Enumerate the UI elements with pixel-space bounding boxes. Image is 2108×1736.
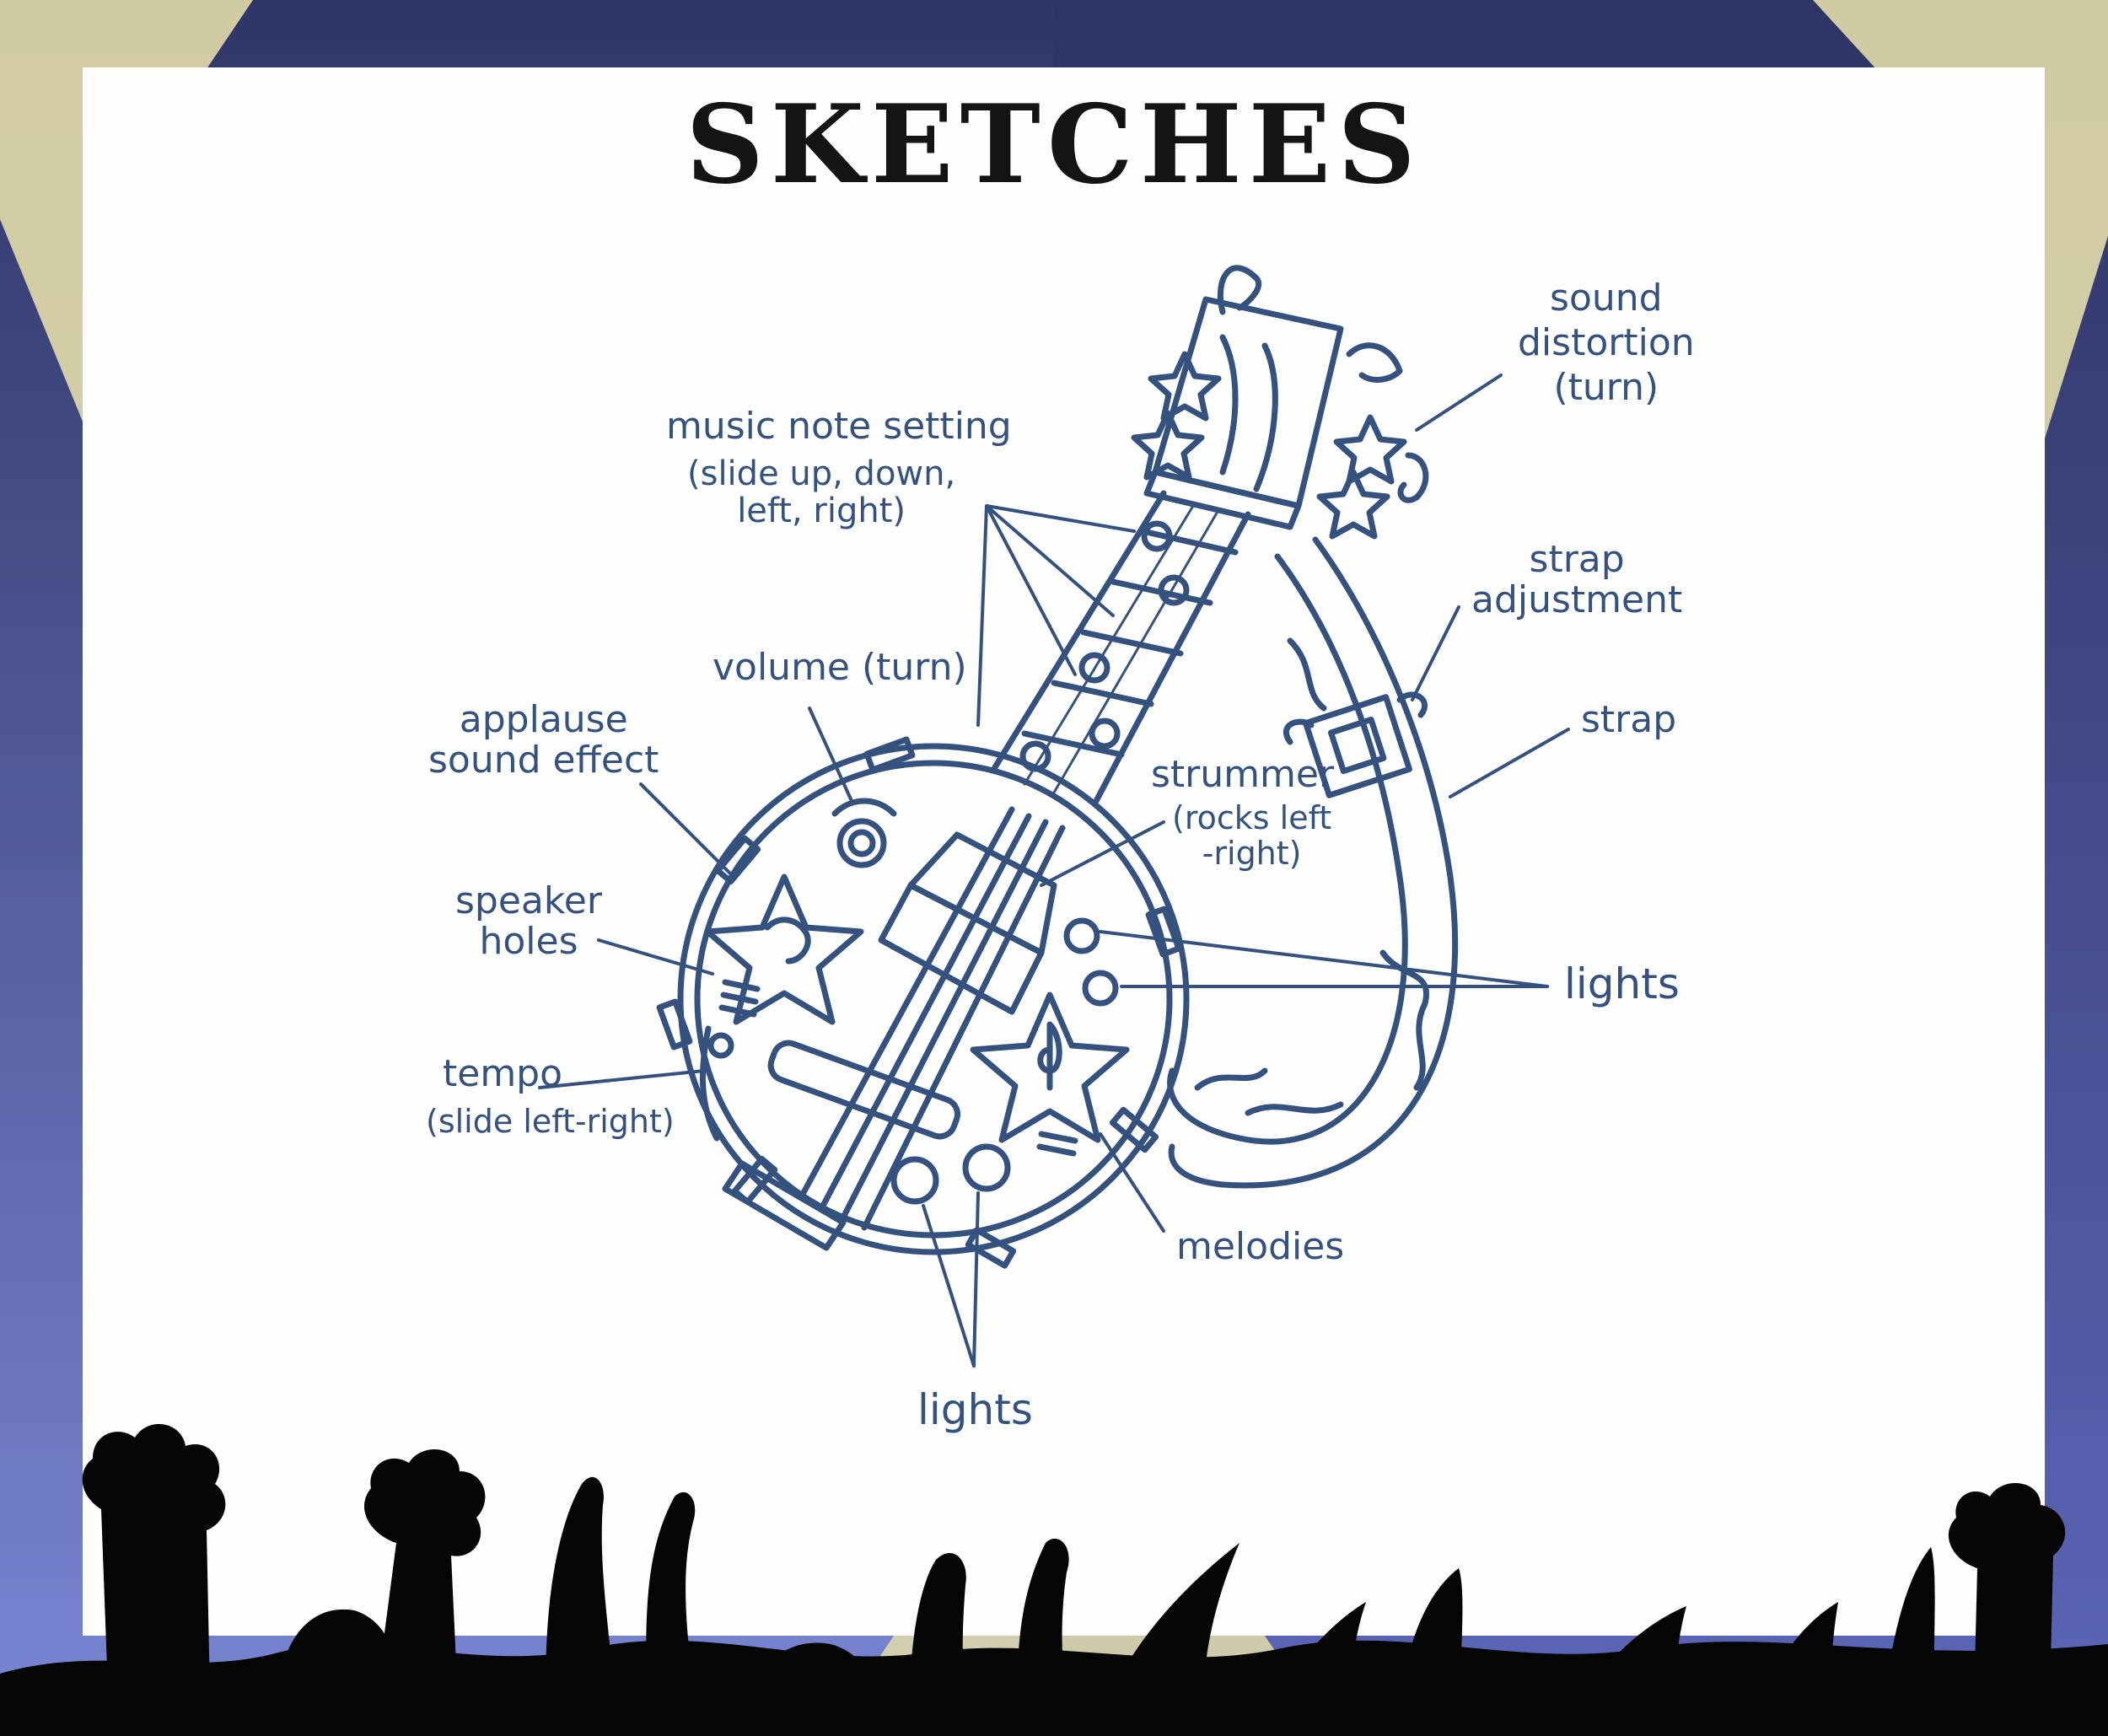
leader-music-note-1 bbox=[985, 504, 1136, 533]
light-buttons bbox=[890, 917, 1119, 1205]
spotlight-left bbox=[0, 0, 253, 422]
label-strap-adjustment: strap adjustment bbox=[1471, 538, 1683, 622]
neck bbox=[992, 490, 1251, 804]
label-applause: applause sound effect bbox=[428, 698, 659, 782]
label-volume: volume (turn) bbox=[713, 646, 967, 689]
tuning-pegs-stars bbox=[1131, 351, 1407, 540]
crowd-arm-1 bbox=[82, 1423, 226, 1736]
crowd-arm-8 bbox=[1880, 1547, 1935, 1736]
leader-music-note-2 bbox=[985, 504, 1115, 617]
leader-strummer bbox=[1040, 820, 1165, 887]
strummer-pad bbox=[878, 831, 1057, 1015]
strap-buckle bbox=[1283, 691, 1428, 798]
crowd-arm-6 bbox=[1017, 1538, 1071, 1736]
crowd-head-1 bbox=[277, 1609, 400, 1736]
leader-music-note-4 bbox=[976, 504, 988, 727]
note-buttons bbox=[1019, 520, 1190, 772]
label-tempo-detail: (slide left-right) bbox=[426, 1103, 675, 1140]
strings bbox=[798, 806, 1066, 1231]
crowd-arm-9 bbox=[1948, 1482, 2066, 1736]
label-strummer-detail: (rocks left -right) bbox=[1172, 799, 1332, 872]
label-music-note-setting-detail: (slide up, down, left, right) bbox=[687, 454, 956, 530]
label-lights-right: lights bbox=[1564, 959, 1680, 1008]
leader-tempo bbox=[538, 1069, 706, 1089]
label-sound-distortion: sound distortion (turn) bbox=[1518, 277, 1695, 409]
leader-strap bbox=[1449, 728, 1570, 798]
crowd-head-2 bbox=[755, 1642, 874, 1736]
label-tempo: tempo bbox=[443, 1052, 563, 1095]
crowd-arm-7 bbox=[1400, 1568, 1463, 1736]
label-melodies: melodies bbox=[1176, 1225, 1345, 1268]
distortion-knob bbox=[1397, 452, 1429, 503]
sketch-board bbox=[83, 67, 2045, 1636]
leader-applause bbox=[639, 782, 735, 879]
volume-knob bbox=[831, 798, 897, 868]
callout-lines bbox=[538, 374, 1570, 1368]
label-strap: strap bbox=[1581, 698, 1677, 741]
leader-sound-distortion bbox=[1415, 374, 1503, 432]
tailpiece bbox=[722, 1160, 847, 1251]
crowd-horn-3 bbox=[1568, 1606, 1686, 1736]
bridge bbox=[767, 1040, 961, 1140]
crowd-horn-4 bbox=[1754, 1602, 1838, 1736]
leader-volume bbox=[808, 707, 853, 803]
label-music-note-setting: music note setting bbox=[666, 405, 1012, 448]
leader-melodies bbox=[1099, 1132, 1165, 1233]
label-lights-bottom: lights bbox=[917, 1385, 1033, 1434]
speaker-slits bbox=[718, 979, 1078, 1157]
leader-lights-bottom-2 bbox=[972, 1191, 980, 1368]
leader-lights-bottom-1 bbox=[922, 1204, 976, 1368]
strap-drawing bbox=[1167, 536, 1459, 1189]
crowd-arm-4 bbox=[646, 1491, 700, 1736]
crowd-horn-2 bbox=[1265, 1602, 1366, 1736]
treble-star bbox=[970, 992, 1130, 1143]
label-speaker-holes: speaker holes bbox=[455, 879, 602, 964]
applause-star bbox=[704, 873, 864, 1025]
crowd-arm-3 bbox=[546, 1476, 620, 1736]
crowd-arm-5 bbox=[910, 1552, 970, 1736]
crowd-horn-1 bbox=[1096, 1543, 1240, 1736]
label-strummer: strummer bbox=[1151, 753, 1335, 796]
page-title: SKETCHES bbox=[686, 82, 1422, 208]
leader-lights-right-1 bbox=[1099, 930, 1549, 988]
tempo-slider bbox=[699, 1025, 734, 1142]
leader-speaker-holes bbox=[597, 938, 714, 975]
leader-strap-adjustment bbox=[1411, 605, 1460, 701]
leader-music-note-3 bbox=[985, 504, 1077, 676]
